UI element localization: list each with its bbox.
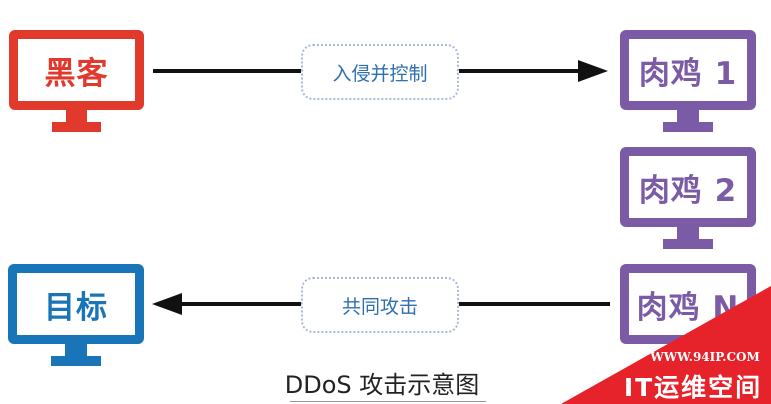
attack-edge-label: 共同攻击 bbox=[301, 277, 459, 333]
attack-arrow-head bbox=[152, 293, 182, 315]
zombie2-monitor-foot bbox=[663, 239, 713, 249]
target-label: 目标 bbox=[8, 264, 144, 344]
zombie2-monitor-neck bbox=[677, 227, 699, 239]
target-monitor-neck bbox=[65, 344, 87, 356]
target-monitor-foot bbox=[51, 356, 101, 366]
hacker-monitor-foot bbox=[52, 122, 101, 132]
watermark-title: IT运维空间 bbox=[623, 373, 763, 402]
hacker-monitor-neck bbox=[66, 110, 87, 122]
watermark-triangle bbox=[561, 286, 771, 404]
watermark-url: WWW.94IP.COM bbox=[650, 350, 760, 364]
zombie1-label: 肉鸡 1 bbox=[620, 30, 756, 110]
invade-edge-label: 入侵并控制 bbox=[301, 44, 459, 100]
zombie1-monitor-foot bbox=[663, 122, 713, 132]
invade-arrow-head bbox=[578, 60, 608, 82]
zombie1-monitor: 肉鸡 1 bbox=[620, 30, 756, 134]
zombie2-monitor: 肉鸡 2 bbox=[620, 147, 756, 251]
zombie1-monitor-neck bbox=[677, 110, 699, 122]
diagram-caption: DDoS 攻击示意图 bbox=[284, 371, 480, 399]
hacker-monitor: 黑客 bbox=[9, 30, 144, 134]
zombie2-label: 肉鸡 2 bbox=[620, 147, 756, 227]
hacker-label: 黑客 bbox=[9, 30, 144, 110]
target-monitor: 目标 bbox=[8, 264, 144, 368]
caption-underline bbox=[290, 401, 486, 402]
